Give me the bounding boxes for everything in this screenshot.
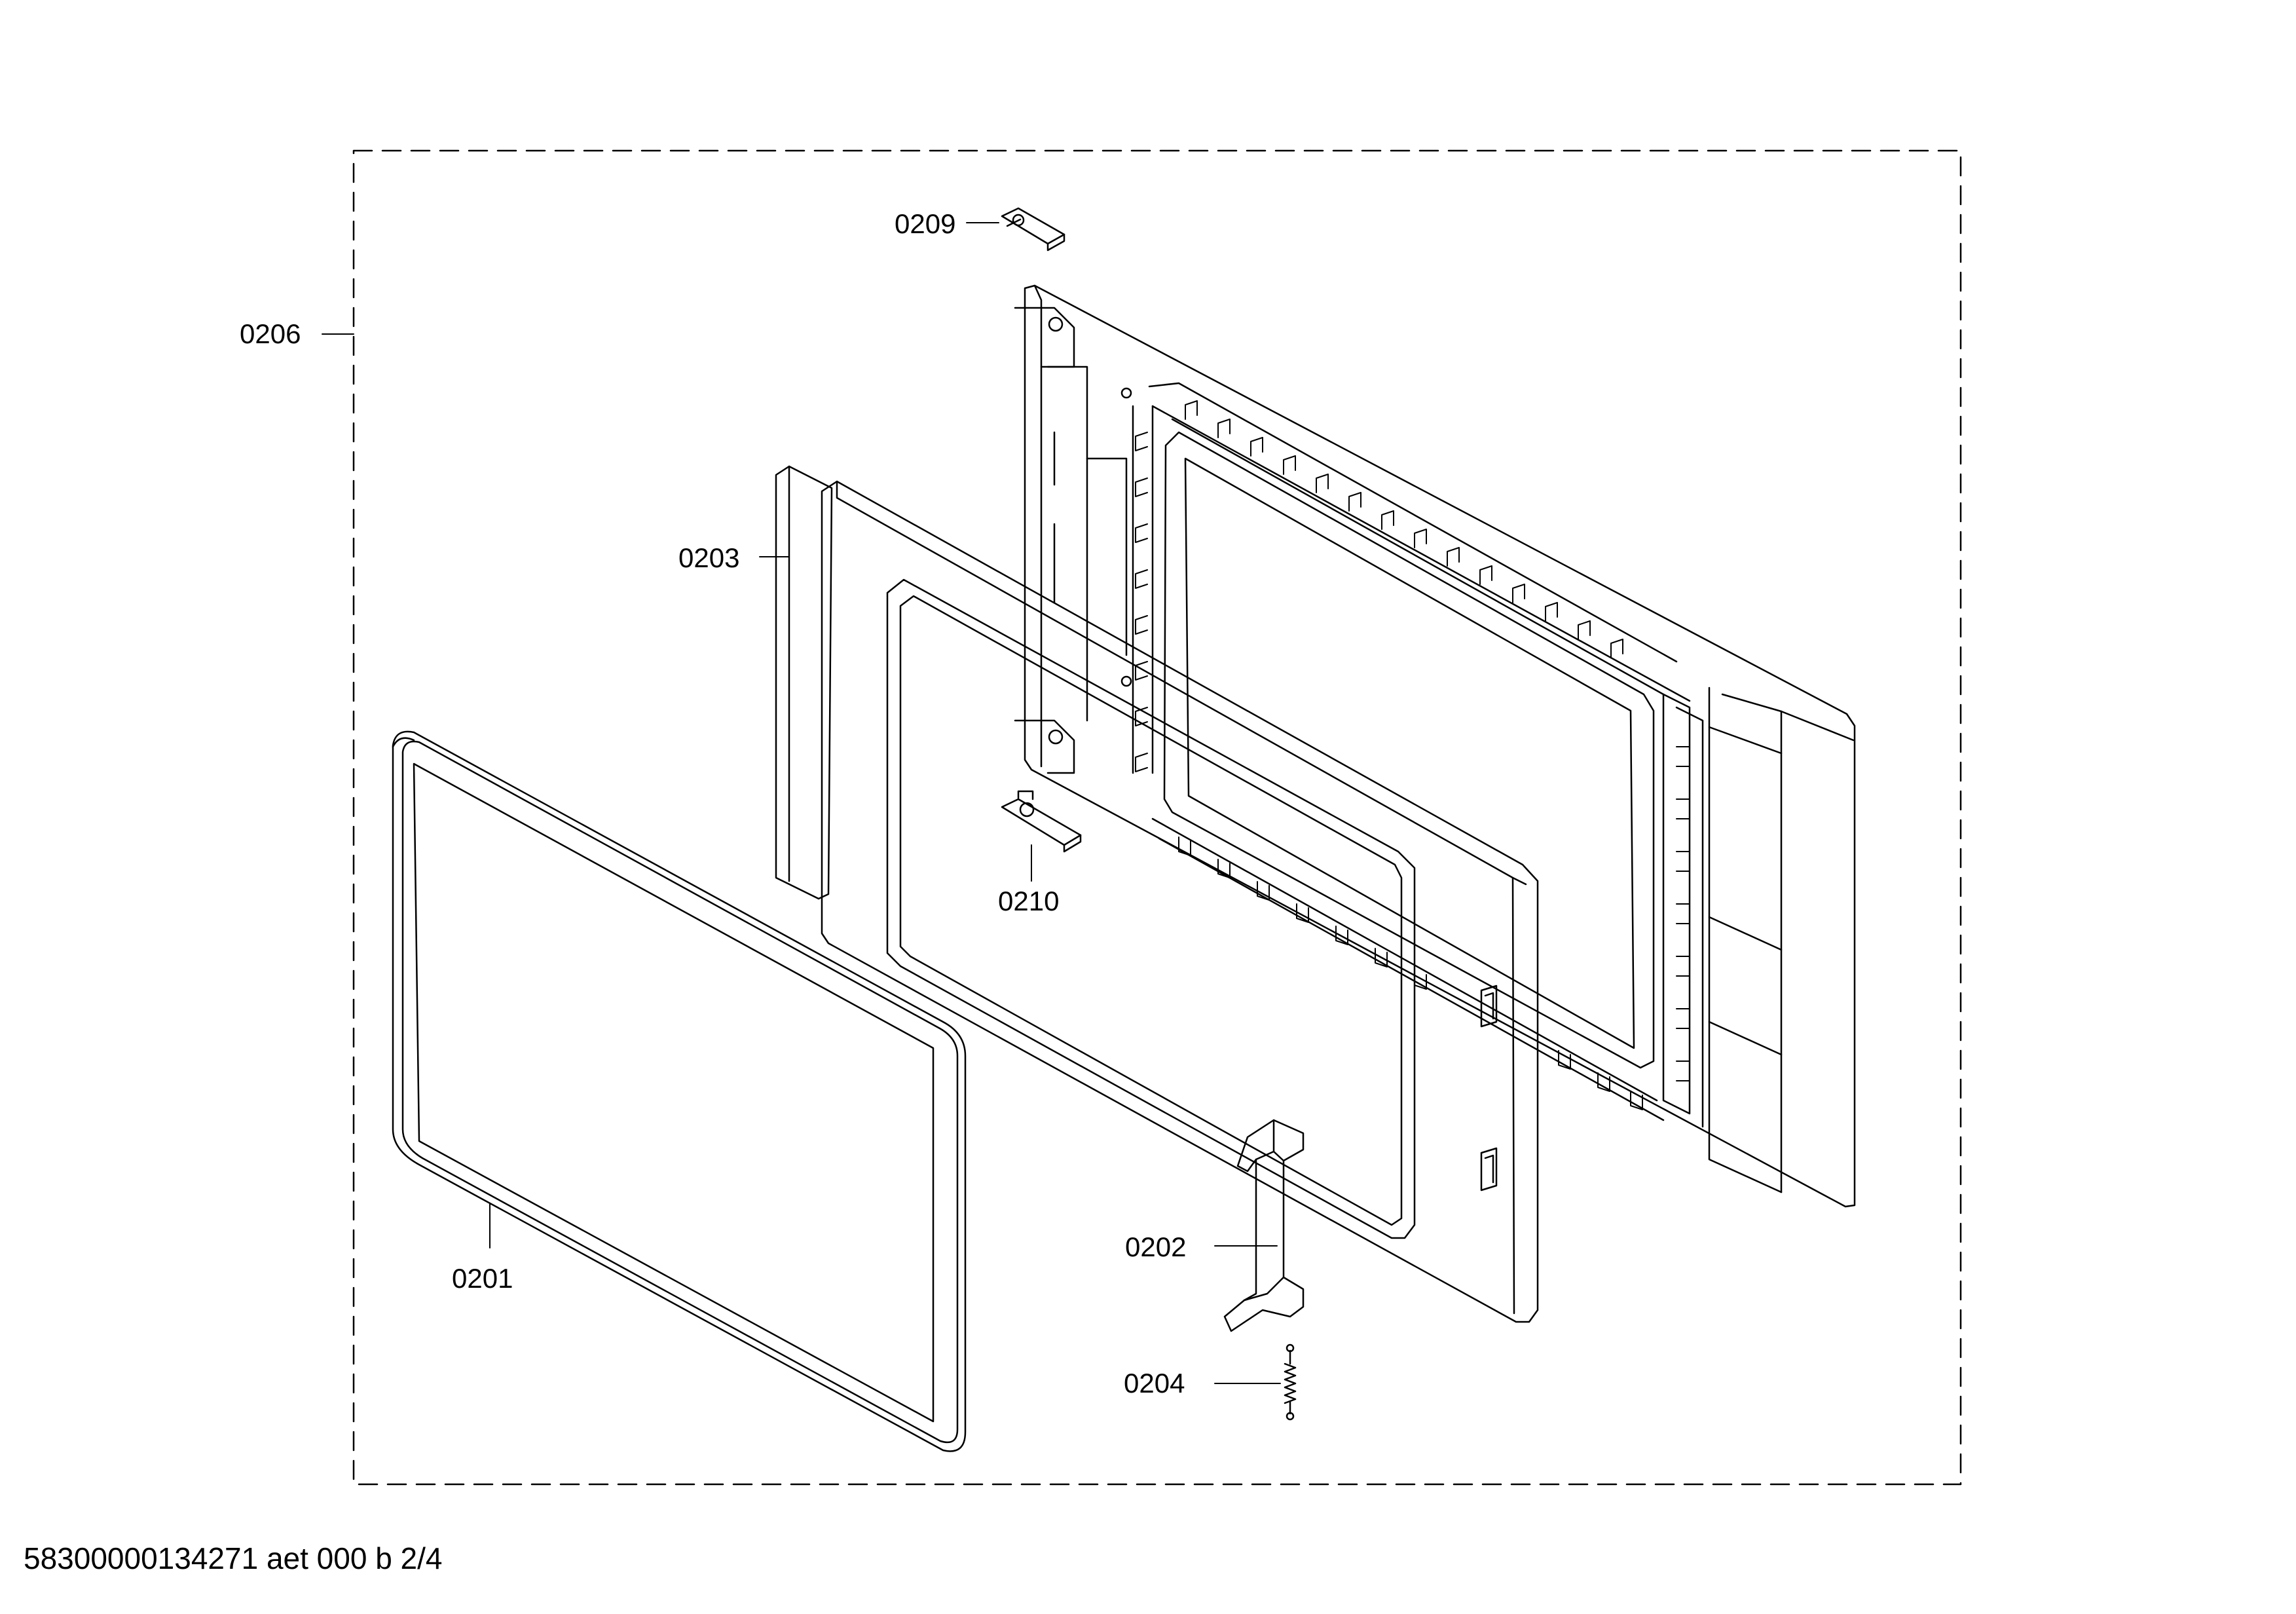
callout-0204: 0204: [1124, 1368, 1185, 1398]
part-0206-rear-frame: [1014, 284, 1856, 1208]
callout-0210: 0210: [998, 886, 1059, 916]
part-0206-frame-teeth: [1135, 400, 1690, 1110]
part-0210-hinge-plate-bottom: [1001, 790, 1082, 853]
document-id: 58300000134271 aet 000 b 2/4: [24, 1541, 443, 1575]
callout-0209: 0209: [895, 208, 955, 239]
part-0202-door-lever: [1223, 1119, 1305, 1332]
callout-0203: 0203: [678, 542, 739, 573]
part-0204-spring: [1284, 1343, 1297, 1421]
part-0203-door-frame: [775, 465, 1539, 1323]
callout-0202: 0202: [1125, 1231, 1186, 1262]
part-0201-outer-glass: [392, 730, 967, 1452]
callout-0206: 0206: [240, 318, 301, 349]
part-0209-hinge-plate-top: [1001, 207, 1065, 252]
callout-0201: 0201: [452, 1263, 513, 1294]
leader-lines: [322, 222, 1281, 1384]
